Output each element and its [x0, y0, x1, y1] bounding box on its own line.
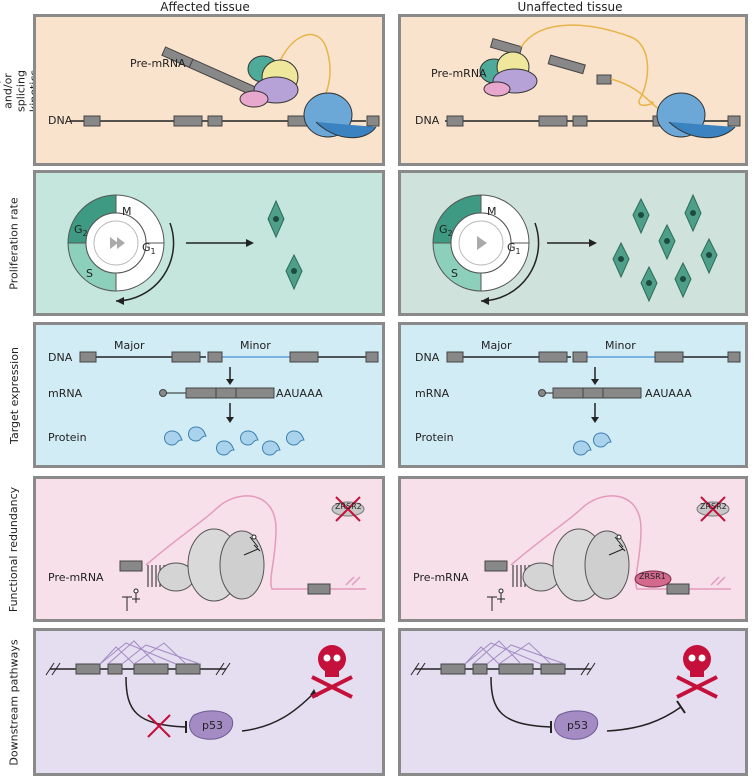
panel-downstream-unaffected: p53	[398, 628, 748, 776]
minor-label: Minor	[605, 339, 636, 352]
p53-label: p53	[202, 719, 223, 732]
pre-mrna-label: Pre-mRNA	[431, 67, 487, 80]
zrsr2-crossed	[696, 496, 730, 522]
major-label: Major	[114, 339, 145, 352]
protein-label: Protein	[415, 431, 454, 444]
panel-target-affected: Major Minor DNA mRNA AAUAAA Protein	[33, 322, 385, 468]
m-label: M	[122, 205, 132, 218]
row-label-redundancy: Functional redundancy	[7, 486, 21, 612]
dna-label: DNA	[48, 351, 73, 364]
row-label-target: Target expression	[7, 346, 21, 444]
zrsr2-crossed	[331, 496, 365, 522]
protein-label: Protein	[48, 431, 87, 444]
pre-mrna-label: Pre-mRNA	[130, 57, 186, 70]
g2-label: G2	[439, 223, 453, 239]
panel-transcription-affected: Pre-mRNA DNA	[33, 14, 385, 166]
panel-proliferation-affected: G2 M G1 S	[33, 170, 385, 316]
s-label: S	[86, 267, 93, 280]
major-label: Major	[481, 339, 512, 352]
panel-target-unaffected: Major Minor DNA mRNA AAUAAA Protein	[398, 322, 748, 468]
panel-redundancy-affected: ZRSR2 Pre-mRNA	[33, 476, 385, 622]
redundancy-affected-diagram	[119, 495, 366, 611]
g1-label: G1	[142, 241, 156, 257]
downstream-unaffected-diagram	[410, 640, 718, 740]
row-label-downstream: Downstream pathways	[7, 638, 21, 766]
transcription-affected-diagram	[70, 34, 380, 139]
target-unaffected-diagram	[446, 351, 741, 456]
p53-label: p53	[567, 719, 588, 732]
polya-label: AAUAAA	[276, 387, 323, 400]
redundancy-unaffected-diagram	[484, 495, 731, 611]
panel-transcription-unaffected: Pre-mRNA DNA	[398, 14, 748, 166]
s-label: S	[451, 267, 458, 280]
transcription-unaffected-diagram	[445, 24, 741, 139]
panel-downstream-affected: p53	[33, 628, 385, 776]
downstream-affected-diagram	[45, 640, 353, 740]
dna-label: DNA	[415, 114, 440, 127]
pre-mrna-label: Pre-mRNA	[48, 571, 104, 584]
pre-mrna-label: Pre-mRNA	[413, 571, 469, 584]
cell-cycle-wheel	[67, 194, 175, 305]
column-title-unaffected: Unaffected tissue	[517, 0, 623, 14]
panel-proliferation-unaffected: G2 M G1 S	[398, 170, 748, 316]
g2-label: G2	[74, 223, 88, 239]
zrsr2-label: ZRSR2	[700, 502, 727, 511]
cell	[267, 199, 303, 291]
zrsr1-protein	[634, 570, 672, 588]
proliferation-affected-diagram	[67, 194, 303, 305]
m-label: M	[487, 205, 497, 218]
dna-label: DNA	[415, 351, 440, 364]
target-affected-diagram	[79, 351, 379, 456]
row-label-proliferation: Proliferation rate	[7, 196, 21, 290]
mrna-label: mRNA	[48, 387, 83, 400]
dna-label: DNA	[48, 114, 73, 127]
proliferation-unaffected-diagram	[432, 193, 718, 305]
minor-label: Minor	[240, 339, 271, 352]
zrsr2-label: ZRSR2	[335, 502, 362, 511]
skull-crossbones-icon	[676, 645, 718, 699]
panel-redundancy-unaffected: ZRSR2 ZRSR1 Pre-mRNA	[398, 476, 748, 622]
polya-label: AAUAAA	[645, 387, 692, 400]
g1-label: G1	[507, 241, 521, 257]
mrna-label: mRNA	[415, 387, 450, 400]
column-title-affected: Affected tissue	[160, 0, 250, 14]
cell-cycle-wheel	[432, 194, 540, 305]
zrsr1-label: ZRSR1	[639, 572, 666, 581]
row-label-transcription: Transcription and/or splicing kinetics	[0, 56, 40, 127]
skull-crossbones-icon	[311, 645, 353, 699]
